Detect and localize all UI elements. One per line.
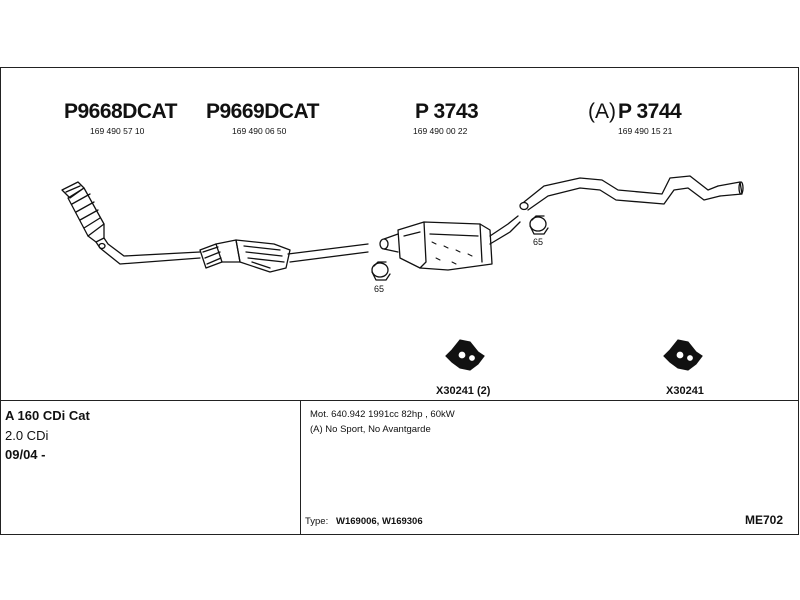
- type-value: W169006, W169306: [336, 516, 423, 527]
- system-code: ME702: [745, 513, 784, 527]
- part-code-p3744: P 3744: [618, 100, 682, 123]
- part-oe-p3744: 169 490 15 21: [618, 126, 673, 136]
- part-oe-p9669dcat: 169 490 06 50: [232, 126, 287, 136]
- clamp-size-right: 65: [533, 237, 544, 247]
- diagram-sheet: [0, 67, 799, 535]
- clamp-size-left: 65: [374, 284, 385, 294]
- divider-vertical: [300, 400, 301, 534]
- rear-pipe: [519, 175, 744, 211]
- front-catalyst-pipe: [61, 181, 201, 265]
- part-prefix-p3744: (A): [588, 100, 616, 123]
- variant-note: (A) No Sport, No Avantgarde: [310, 424, 431, 435]
- vehicle-model: A 160 CDi Cat: [5, 408, 90, 423]
- hanger-label-left: X30241 (2): [436, 385, 491, 397]
- part-code-p9668dcat: P9668DCAT: [64, 100, 178, 123]
- vehicle-engine: 2.0 CDi: [5, 428, 49, 443]
- hanger-x30241-left: [445, 339, 485, 371]
- type-label: Type:: [305, 516, 329, 527]
- part-code-p3743: P 3743: [415, 100, 479, 123]
- part-oe-p3743: 169 490 00 22: [413, 126, 468, 136]
- motor-note: Mot. 640.942 1991cc 82hp , 60kW: [310, 409, 455, 420]
- part-oe-p9668dcat: 169 490 57 10: [90, 126, 145, 136]
- divider-horizontal: [1, 400, 798, 401]
- center-catalyst-pipe: [199, 239, 369, 273]
- part-code-p9669dcat: P9669DCAT: [206, 100, 320, 123]
- middle-silencer: [379, 215, 521, 271]
- vehicle-date: 09/04 -: [5, 447, 46, 462]
- clamp-65-right: [529, 215, 549, 235]
- hanger-x30241-right: [663, 339, 703, 371]
- clamp-65-left: [371, 261, 391, 281]
- hanger-label-right: X30241: [666, 385, 704, 397]
